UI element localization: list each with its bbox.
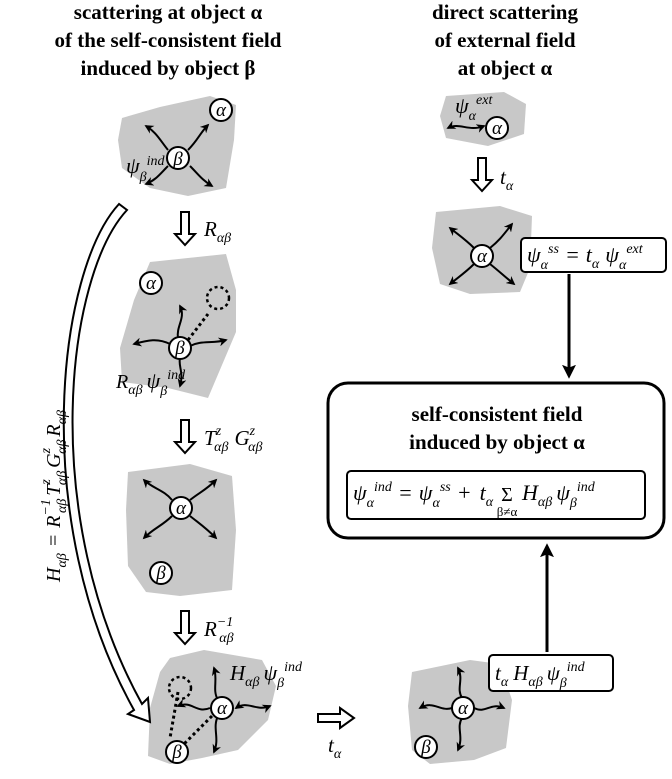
object-region [118, 96, 236, 196]
object-alpha-marker [210, 696, 234, 720]
sum-index: β≠α [497, 504, 518, 519]
result-box-title-line-2: induced by object α [409, 430, 585, 454]
coupling-operator-definition: Hαβ=R−1αβTzαβGzαβRαβ [39, 410, 70, 583]
object-alpha-marker [485, 116, 509, 140]
object-alpha-label: α [216, 100, 227, 121]
right-header-line-3: at object α [458, 56, 553, 80]
object-alpha-marker [470, 244, 494, 268]
equation-box-frame [520, 237, 667, 273]
coupling-operator-arrow [62, 202, 152, 724]
panel-external-field: α ψαext [440, 92, 526, 146]
self-consistent-equation: ψαind=ψαss+tα [353, 480, 494, 511]
scattered-wave-arrow [234, 700, 272, 713]
object-alpha-marker [139, 271, 163, 295]
direct-scattering-arrow [469, 157, 495, 193]
scattered-wave-arrow [142, 478, 173, 501]
panel-scattered-field: α [432, 206, 532, 294]
psi-beta-ind-label: ψβind [126, 153, 166, 185]
scattered-wave-arrow [187, 123, 210, 151]
right-header: direct scattering of external field at o… [432, 0, 578, 80]
object-alpha-label: α [217, 698, 228, 719]
incident-wave-arrow [446, 120, 486, 133]
object-beta-marker [414, 735, 438, 759]
scattered-wave-arrow [176, 304, 188, 339]
scattered-wave-arrow [457, 666, 466, 699]
object-alpha-label: α [176, 498, 187, 519]
scattered-wave-arrow [189, 515, 218, 540]
result-box: self-consistent field induced by object … [326, 381, 666, 540]
panel-induced-beta: β α ψβind [118, 96, 236, 196]
object-alpha-marker [451, 696, 475, 720]
original-position-marker [205, 285, 231, 311]
scattering-step-label: tα [328, 733, 342, 762]
scattered-wave-arrow [473, 701, 506, 711]
scattering-step-arrow [317, 706, 356, 730]
object-alpha-marker [169, 496, 193, 520]
object-alpha-label: α [458, 698, 469, 719]
scattered-wave-arrow [144, 165, 169, 186]
object-alpha-label: α [477, 246, 488, 267]
panel-field-at-alpha: α β [126, 464, 236, 596]
panel-secondary-scattering: α β [408, 660, 512, 764]
original-position-marker [167, 675, 193, 701]
scattered-wave-arrow [489, 263, 516, 286]
scattered-wave-arrow [448, 226, 475, 249]
direct-scattering-label: tα [500, 165, 514, 194]
scattered-wave-arrow [418, 700, 453, 710]
left-header-line-2: of the self-consistent field [55, 28, 282, 52]
scattered-wave-arrow [189, 165, 214, 187]
object-alpha-label: α [146, 273, 157, 294]
scattered-wave-arrow [189, 337, 228, 347]
object-alpha-label: α [492, 118, 503, 139]
object-beta-label: β [172, 149, 183, 170]
scattered-wave-arrow [144, 125, 169, 151]
left-header-line-1: scattering at object α [74, 0, 263, 24]
scattered-wave-arrow [212, 715, 221, 754]
object-beta-marker [149, 561, 173, 585]
right-header-line-2: of external field [434, 28, 575, 52]
object-beta-label: β [174, 338, 185, 359]
step-arrow-back-translation [172, 610, 198, 646]
left-header-line-3: induced by object β [81, 56, 256, 80]
object-beta-marker [165, 740, 189, 764]
psi-alpha-ext-label: ψαext [455, 93, 493, 124]
scattered-wave-arrow [132, 337, 171, 347]
scattered-wave-arrow [189, 478, 218, 501]
translation-operator-label: Rαβ [203, 217, 231, 246]
right-header-line-1: direct scattering [432, 0, 578, 24]
scattered-wave-arrow [489, 222, 514, 249]
object-alpha-marker [209, 98, 233, 122]
object-beta-label: β [155, 563, 166, 584]
secondary-field-frame [488, 654, 614, 692]
sum-symbol: Σ [501, 484, 513, 506]
self-consistent-equation-frame [346, 470, 646, 520]
object-beta-marker [166, 146, 190, 170]
object-beta-label: β [171, 742, 182, 763]
object-region [126, 464, 236, 596]
step-arrow-translation [172, 211, 198, 247]
scattered-wave-arrow [142, 515, 173, 540]
left-header: scattering at object α of the self-consi… [55, 0, 282, 80]
step-arrow-transfer [172, 419, 198, 455]
result-box-title-line-1: self-consistent field [412, 402, 583, 426]
object-beta-marker [168, 336, 192, 360]
scattered-wave-arrow [176, 699, 211, 711]
scattered-wave-arrow [448, 263, 475, 286]
scattered-wave-arrow [456, 717, 465, 752]
object-beta-label: β [420, 737, 431, 758]
